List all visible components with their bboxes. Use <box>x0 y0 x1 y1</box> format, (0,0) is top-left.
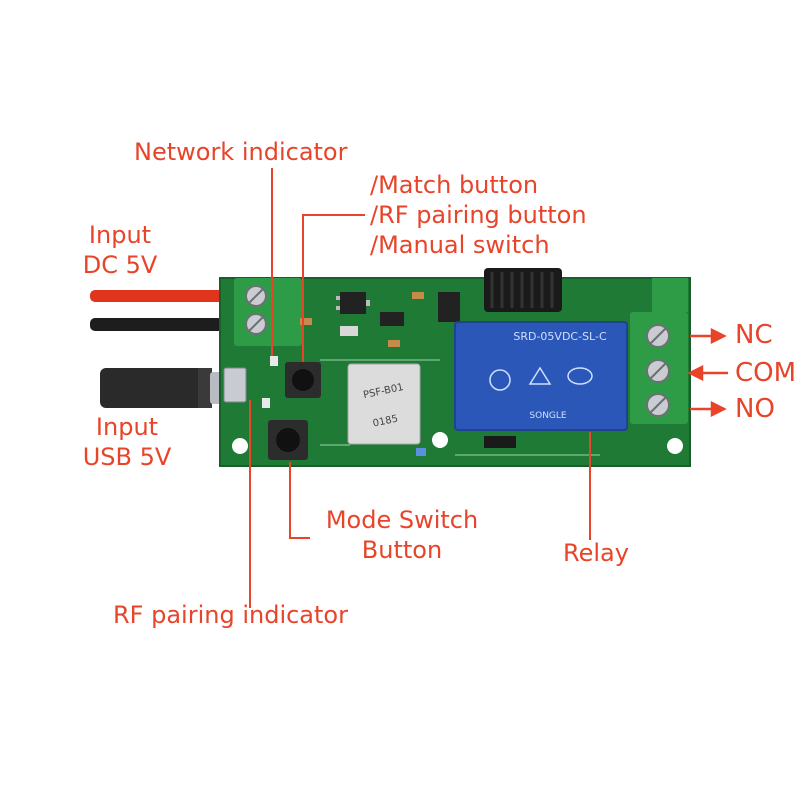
terminal-nc-label: NC <box>735 320 773 350</box>
relay-model: SRD-05VDC-SL-C <box>513 330 607 343</box>
mount-hole <box>432 432 448 448</box>
match-button-leader <box>302 214 365 362</box>
wifi-module: PSF-B01 0185 <box>347 363 421 445</box>
network-led <box>270 356 278 366</box>
arrow-right-icon <box>710 400 727 418</box>
smd-components <box>262 292 460 456</box>
rf-antenna-coil <box>484 268 562 312</box>
network-indicator-label: Network indicator <box>134 138 348 166</box>
mode-switch-label-line1: Mode Switch <box>325 506 479 534</box>
relay-label: Relay <box>563 539 629 567</box>
dc-wires <box>90 290 250 331</box>
mode-switch-leader <box>289 462 310 539</box>
match-button <box>285 362 321 398</box>
dc-terminal-block <box>234 278 302 346</box>
input-dc-label-line2: DC 5V <box>82 251 158 279</box>
terminal-com-label: COM <box>735 358 797 388</box>
arrow-left-icon <box>687 364 704 382</box>
input-dc-label-line1: Input <box>88 221 152 249</box>
mount-hole <box>232 438 248 454</box>
terminal-no-label: NO <box>735 394 775 424</box>
usb-cable-body <box>100 368 208 408</box>
manual-switch-label: /Manual switch <box>370 231 550 259</box>
arrow-right-icon <box>710 327 727 345</box>
input-usb-label-line1: Input <box>95 413 159 441</box>
input-usb-label-line2: USB 5V <box>82 443 172 471</box>
usb-port <box>223 367 247 403</box>
match-button-label: /Match button <box>370 171 539 199</box>
rf-pairing-indicator-label: RF pairing indicator <box>113 601 348 629</box>
mount-hole <box>667 438 683 454</box>
rf-pairing-button-label: /RF pairing button <box>370 201 587 229</box>
relay-brand: SONGLE <box>529 411 567 421</box>
mode-switch-label-line2: Button <box>361 536 443 564</box>
relay: SRD-05VDC-SL-C SONGLE <box>454 321 628 448</box>
mode-switch-button <box>268 420 308 460</box>
leader-lines <box>249 168 591 608</box>
wifi-module-code: 0185 <box>372 414 399 430</box>
output-terminal-block <box>630 278 688 424</box>
usb-cable <box>100 368 240 408</box>
black-wire <box>90 318 250 331</box>
red-wire <box>90 290 250 302</box>
terminal-arrows <box>687 327 728 418</box>
rf-led <box>262 398 270 408</box>
